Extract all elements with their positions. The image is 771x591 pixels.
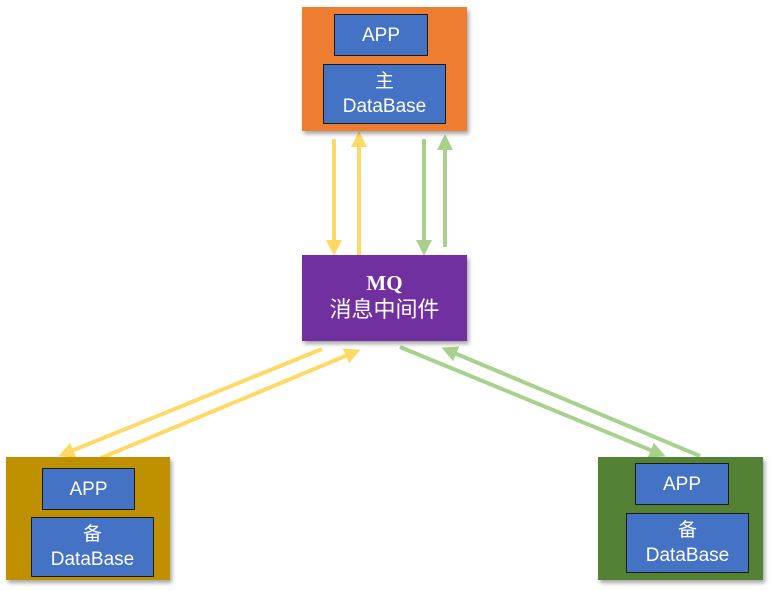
standby-right-node: APP 备 DataBase [598, 457, 763, 580]
mq-title: MQ [366, 271, 403, 295]
standby-left-app-label: APP [69, 478, 108, 500]
standby-left-db-label: DataBase [50, 549, 135, 570]
master-db-label: DataBase [342, 96, 427, 117]
standby-left-app-box: APP [42, 468, 135, 510]
master-app-label: APP [361, 24, 401, 46]
arrow-mq-to-right-green [399, 345, 666, 458]
mq-node: MQ 消息中间件 [302, 255, 467, 341]
standby-right-app-box: APP [635, 463, 729, 505]
standby-right-app-label: APP [662, 473, 702, 495]
standby-right-db-label: DataBase [645, 545, 730, 566]
standby-right-db-role: 备 [677, 520, 697, 541]
standby-left-node: APP 备 DataBase [6, 457, 170, 580]
master-db-role: 主 [374, 71, 394, 92]
arrow-left-to-mq-yellow [100, 348, 361, 460]
master-node: APP 主 DataBase [302, 7, 467, 131]
standby-right-db-box: 备 DataBase [626, 513, 749, 573]
mq-subtitle: 消息中间件 [329, 298, 440, 323]
standby-left-db-role: 备 [82, 524, 102, 545]
master-db-box: 主 DataBase [323, 64, 446, 124]
arrow-mq-to-left-yellow [58, 347, 323, 458]
master-app-box: APP [334, 14, 428, 56]
arrow-right-to-mq-green [441, 346, 701, 458]
standby-left-db-box: 备 DataBase [31, 517, 154, 577]
